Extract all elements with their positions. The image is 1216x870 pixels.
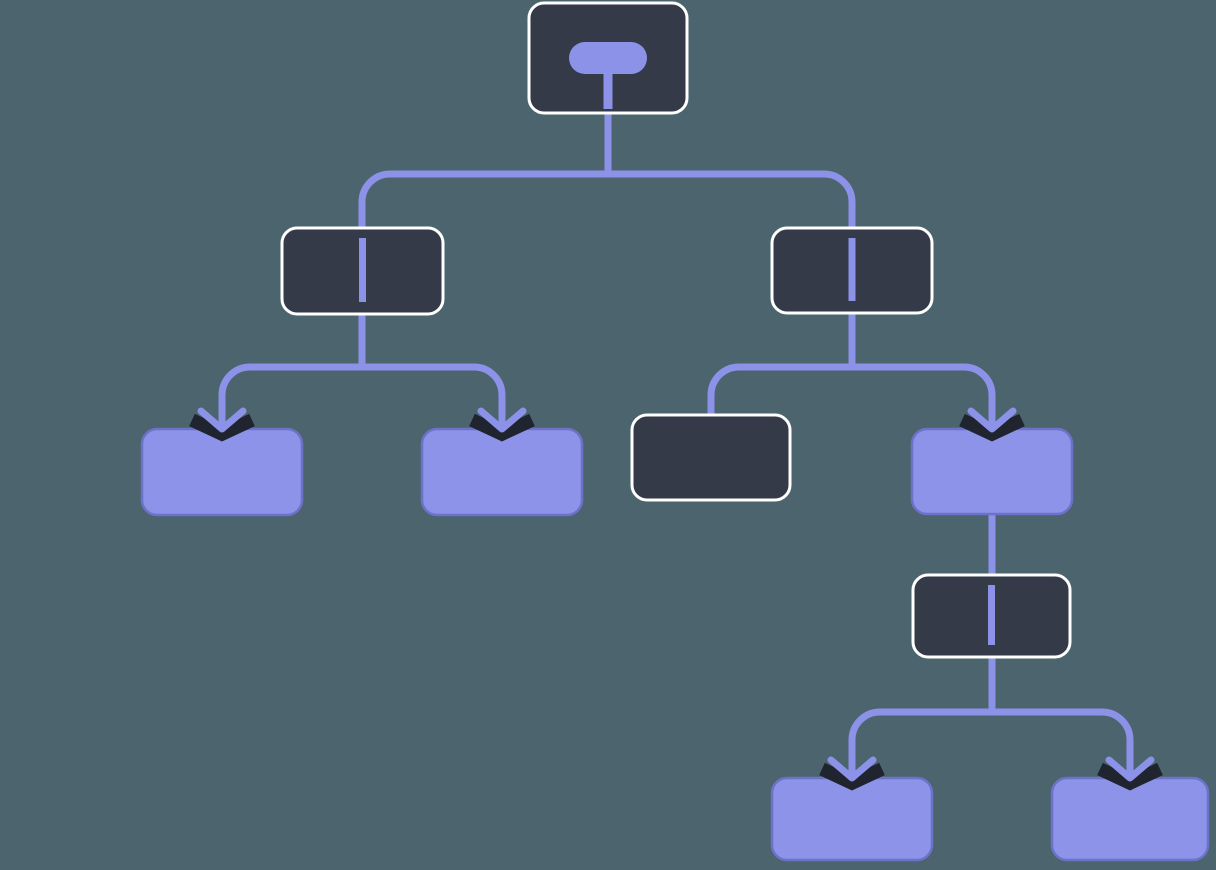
edge-branch-bottom-leaf-5 — [988, 657, 1134, 758]
arrowheads-layer — [189, 397, 1163, 791]
edge-branch-left-leaf-2 — [358, 314, 506, 409]
root-pill-stem — [603, 58, 613, 109]
edge-root-branch-right — [604, 113, 856, 228]
arrow-chevron-dark — [469, 413, 535, 442]
node-leaf-2[interactable] — [420, 427, 584, 517]
arrow-down-icon — [469, 397, 535, 442]
edge-branch-bottom-leaf-4 — [848, 657, 996, 758]
arrow-chevron-purple — [1105, 746, 1155, 782]
arrow-chevron-dark — [819, 762, 885, 791]
arrow-chevron-dark — [959, 413, 1025, 442]
arrow-down-icon — [189, 397, 255, 442]
arrow-chevron-purple — [477, 397, 527, 433]
node-branch-left[interactable] — [280, 226, 445, 316]
arrow-chevron-dark — [1097, 762, 1163, 791]
connector-lines-layer — [218, 113, 1134, 758]
arrow-chevron-purple — [197, 397, 247, 433]
node-box-leaf-3[interactable] — [910, 427, 1074, 516]
node-leaf-1[interactable] — [140, 427, 304, 517]
nodes-layer — [140, 1, 1210, 862]
node-box-leaf-1[interactable] — [140, 427, 304, 517]
arrow-chevron-dark — [189, 413, 255, 442]
edge-branch-left-leaf-1 — [218, 314, 366, 409]
root-pill — [569, 42, 647, 74]
node-branch-bottom[interactable] — [911, 573, 1072, 659]
arrow-down-icon — [1097, 746, 1163, 791]
node-leaf-3[interactable] — [910, 427, 1074, 516]
node-branch-right[interactable] — [770, 226, 934, 315]
edge-branch-right-leaf-3 — [848, 313, 996, 409]
node-root[interactable] — [527, 1, 689, 115]
arrow-down-icon — [959, 397, 1025, 442]
edge-root-branch-left — [358, 113, 612, 228]
arrow-chevron-purple — [967, 397, 1017, 433]
node-dark-leaf[interactable] — [630, 413, 792, 502]
node-box-dark-leaf[interactable] — [630, 413, 792, 502]
node-box-leaf-2[interactable] — [420, 427, 584, 517]
edge-branch-right-dark-leaf — [707, 313, 856, 415]
arrow-chevron-purple — [827, 746, 877, 782]
arrow-down-icon — [819, 746, 885, 791]
